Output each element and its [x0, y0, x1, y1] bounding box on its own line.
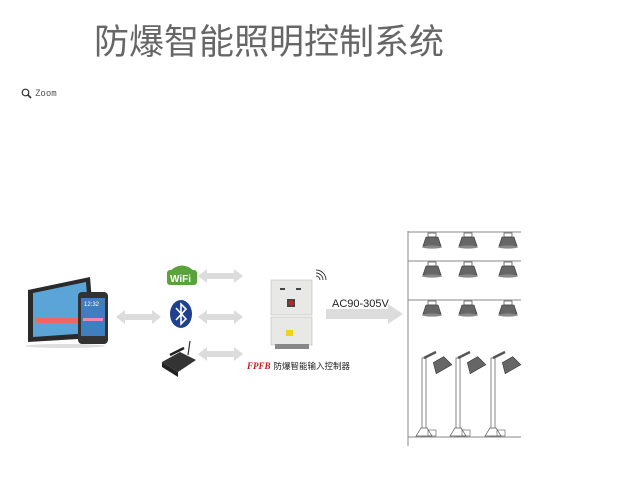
controller-name: 防爆智能输入控制器 [273, 362, 351, 372]
arrow-bluetooth-controller [198, 310, 243, 324]
page-title: 防爆智能照明控制系统 [94, 23, 445, 63]
tablet-phone-image: 12:32 [25, 277, 108, 348]
svg-text:WiFi: WiFi [170, 274, 191, 285]
pole-lamps [414, 350, 523, 438]
arrow-devices-bluetooth [116, 310, 161, 324]
wireless-signal-icon [315, 269, 327, 281]
magnifier-icon [21, 88, 32, 99]
power-arrow [326, 304, 403, 324]
wifi-icon: WiFi [167, 265, 197, 285]
arrow-wifi-controller [198, 269, 243, 283]
zoom-button[interactable]: Zoom [21, 88, 57, 99]
brand-logo: FPFB [247, 361, 271, 371]
gateway-router-icon [162, 340, 196, 377]
bluetooth-icon [170, 300, 192, 328]
arrow-gateway-controller [198, 347, 243, 361]
voltage-label: AC90-305V [332, 298, 389, 310]
zoom-label: Zoom [35, 88, 57, 99]
ceiling-lamps [421, 232, 519, 318]
svg-text:12:32: 12:32 [84, 302, 100, 308]
controller-box-image [270, 269, 327, 349]
lighting-rack-image [407, 231, 521, 446]
